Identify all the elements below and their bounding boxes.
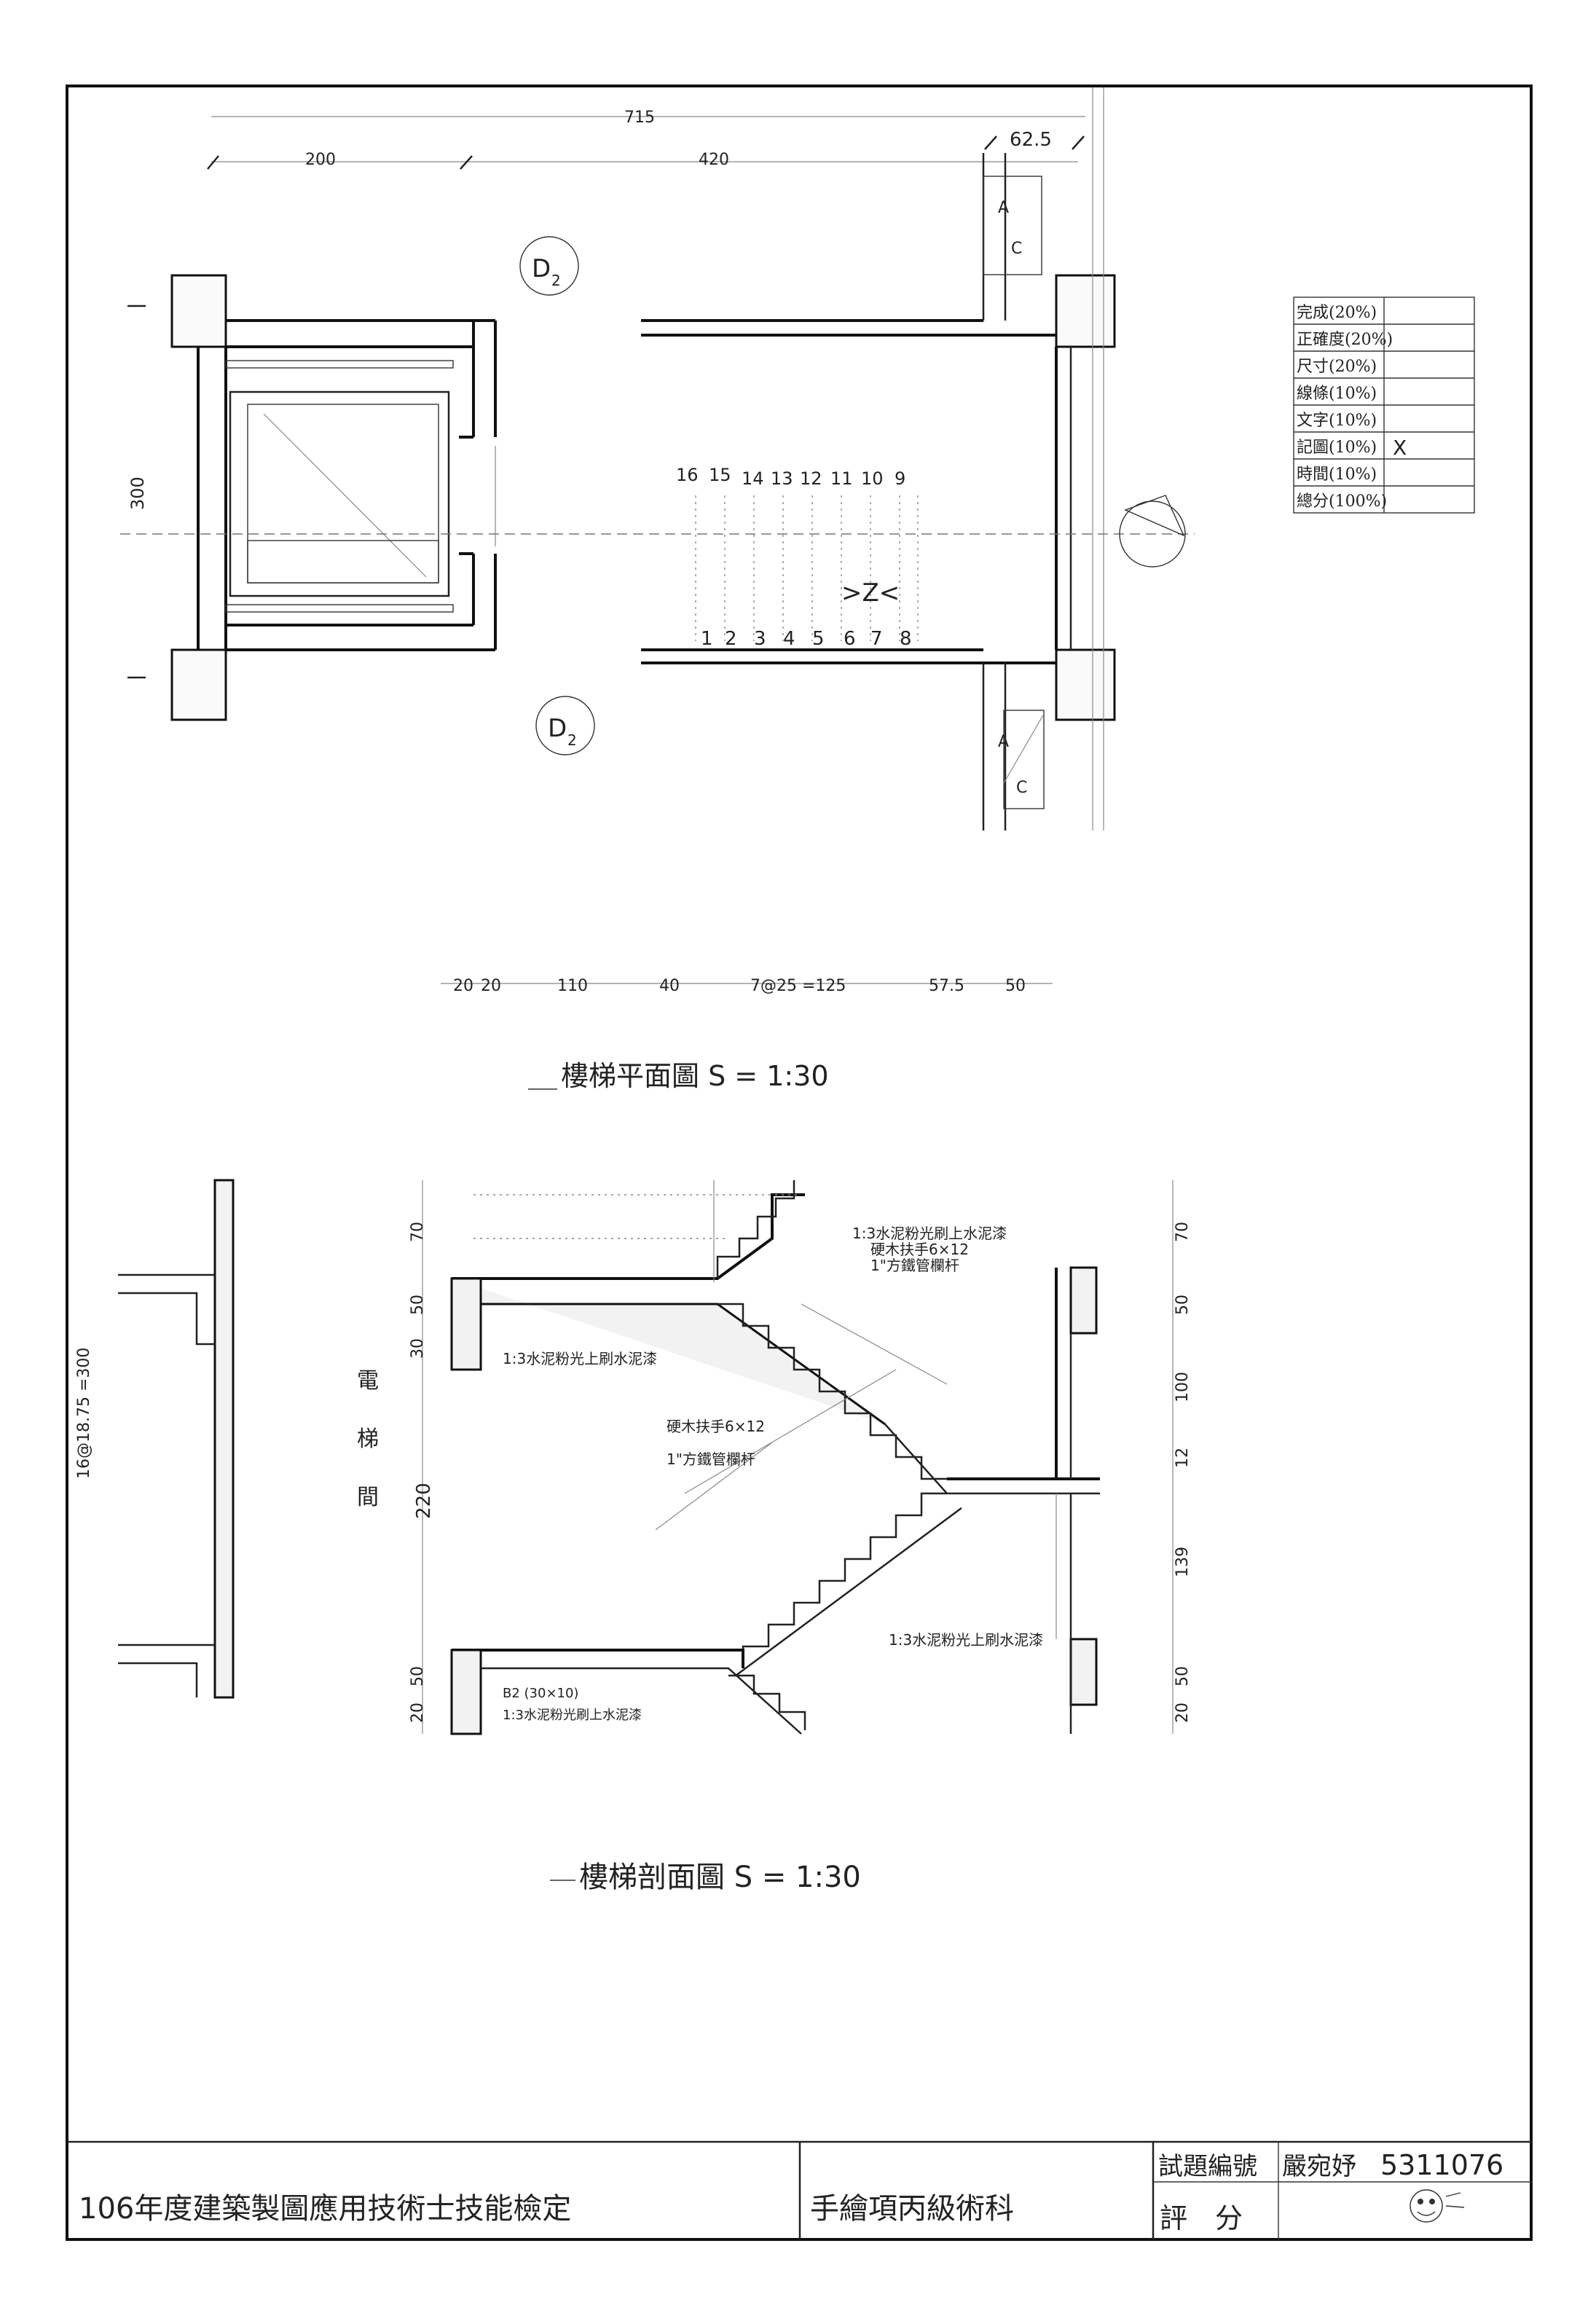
step-13: 13 bbox=[771, 468, 793, 489]
vertical-label-3: 間 bbox=[357, 1485, 379, 1510]
note-3: 1"方鐵管欄杆 bbox=[870, 1257, 959, 1274]
dim-left-plan: 300 bbox=[127, 476, 148, 510]
column-top-right bbox=[1055, 274, 1116, 348]
dim-b3: 110 bbox=[557, 977, 588, 995]
cabinet-top-a: A bbox=[998, 199, 1009, 217]
dim-sl5: 50 bbox=[409, 1666, 427, 1686]
step-1: 1 bbox=[701, 628, 713, 650]
step-5: 5 bbox=[812, 628, 825, 650]
score-table: 完成(20%) 正確度(20%) 尺寸(20%) 線條(10%) 文字(10%)… bbox=[1293, 297, 1475, 514]
step-16: 16 bbox=[676, 465, 699, 485]
examiner-stamp-icon bbox=[1410, 2189, 1465, 2223]
elevator-shaft bbox=[229, 390, 450, 597]
vertical-label-2: 梯 bbox=[357, 1426, 379, 1452]
up-arrow-mark: >Z< bbox=[841, 578, 900, 608]
exam-no-label: 試題編號 bbox=[1158, 2152, 1257, 2181]
dim-b6: 57.5 bbox=[929, 977, 964, 995]
door-tag-bottom-label: D bbox=[548, 714, 567, 743]
step-7: 7 bbox=[870, 628, 883, 650]
step-12: 12 bbox=[800, 468, 822, 489]
dim-sr3: 100 bbox=[1174, 1372, 1192, 1402]
door-tag-bottom bbox=[535, 696, 595, 755]
step-4: 4 bbox=[783, 628, 795, 650]
dim-sl1: 70 bbox=[409, 1222, 427, 1242]
score-row-label: 正確度(20%) bbox=[1297, 331, 1393, 349]
dim-middle: 420 bbox=[699, 151, 729, 169]
dim-b7: 50 bbox=[1005, 977, 1026, 995]
score-row-value: X bbox=[1393, 436, 1407, 460]
step-2: 2 bbox=[725, 628, 737, 650]
step-6: 6 bbox=[844, 628, 856, 650]
dim-sl6: 20 bbox=[409, 1703, 427, 1723]
dim-b4: 40 bbox=[659, 977, 680, 995]
dim-sl4: 220 bbox=[413, 1483, 435, 1519]
note-6: 1"方鐵管欄杆 bbox=[667, 1450, 755, 1468]
note-1: 1:3水泥粉光刷上水泥漆 bbox=[852, 1225, 1007, 1242]
dim-sl2: 50 bbox=[409, 1295, 427, 1315]
title-block: 106年度建築製圖應用技術士技能檢定 手繪項丙級術科 試題編號 嚴宛妤 5311… bbox=[67, 2140, 1531, 2239]
dim-b1: 20 bbox=[453, 977, 473, 995]
note-7: 1:3水泥粉光上刷水泥漆 bbox=[889, 1631, 1043, 1649]
stair-section: 16@18.75 =300 電 梯 間 70 50 30 220 50 20 bbox=[75, 1179, 1192, 1894]
door-tag-top-sub: 2 bbox=[551, 272, 561, 289]
cabinet-bottom-c: C bbox=[1016, 779, 1027, 797]
step-10: 10 bbox=[861, 468, 884, 489]
dim-sr1: 70 bbox=[1174, 1222, 1192, 1242]
step-15: 15 bbox=[709, 465, 731, 485]
step-14: 14 bbox=[742, 468, 764, 489]
note-4: 1:3水泥粉光上刷水泥漆 bbox=[503, 1350, 657, 1367]
stair-plan: 715 200 420 62.5 bbox=[120, 87, 1195, 1092]
door-tag-top-label: D bbox=[532, 254, 551, 283]
score-row-label: 記圖(10%) bbox=[1297, 439, 1377, 457]
score-row-label: 時間(10%) bbox=[1297, 466, 1377, 484]
plan-title: 樓梯平面圖 S = 1:30 bbox=[561, 1060, 829, 1092]
column-bottom-left bbox=[170, 648, 227, 721]
score-row-label: 線條(10%) bbox=[1297, 385, 1377, 403]
step-9: 9 bbox=[895, 468, 905, 489]
step-11: 11 bbox=[830, 468, 853, 489]
sheet-border bbox=[66, 85, 1533, 2241]
dim-right: 62.5 bbox=[1010, 129, 1052, 151]
dim-sr4: 12 bbox=[1174, 1448, 1192, 1468]
dim-left: 200 bbox=[305, 151, 336, 169]
stair-treads bbox=[695, 495, 919, 641]
section-title: 樓梯剖面圖 S = 1:30 bbox=[579, 1861, 861, 1894]
cabinet-bottom bbox=[1003, 710, 1045, 809]
north-symbol bbox=[1119, 500, 1186, 568]
exam-title: 106年度建築製圖應用技術士技能檢定 bbox=[79, 2192, 571, 2226]
score-row-label: 完成(20%) bbox=[1297, 304, 1377, 322]
dim-overall: 715 bbox=[624, 109, 655, 127]
column-bottom-right bbox=[1055, 648, 1116, 721]
note-9: 1:3水泥粉光刷上水泥漆 bbox=[503, 1708, 642, 1723]
note-2: 硬木扶手6×12 bbox=[870, 1241, 969, 1258]
cabinet-top-c: C bbox=[1011, 240, 1022, 258]
dim-sr5: 139 bbox=[1174, 1547, 1192, 1577]
note-8: B2 (30×10) bbox=[503, 1686, 578, 1701]
dim-sr6: 50 bbox=[1174, 1666, 1192, 1686]
dim-sr7: 20 bbox=[1174, 1703, 1192, 1723]
cabinet-bottom-a: A bbox=[998, 733, 1009, 751]
exam-no: 5311076 bbox=[1380, 2149, 1503, 2181]
column-top-left bbox=[170, 274, 227, 348]
dim-sl3: 30 bbox=[409, 1338, 427, 1359]
door-tag-bottom-sub: 2 bbox=[567, 731, 577, 749]
score-row-label: 尺寸(20%) bbox=[1297, 358, 1377, 376]
step-8: 8 bbox=[900, 628, 912, 650]
step-3: 3 bbox=[754, 628, 766, 650]
door-tag-top bbox=[519, 236, 579, 296]
cabinet-top bbox=[983, 176, 1042, 275]
dim-b2: 20 bbox=[481, 977, 501, 995]
dim-b5: 7@25 =125 bbox=[750, 977, 846, 995]
score-row-label: 文字(10%) bbox=[1297, 412, 1377, 430]
left-wall-section bbox=[213, 1179, 235, 1699]
dim-sr2: 50 bbox=[1174, 1295, 1192, 1315]
score-label: 評 分 bbox=[1160, 2202, 1243, 2234]
candidate-name: 嚴宛妤 bbox=[1282, 2152, 1356, 2181]
exam-category: 手繪項丙級術科 bbox=[810, 2192, 1014, 2226]
note-5: 硬木扶手6×12 bbox=[667, 1418, 765, 1435]
score-row-label: 總分(100%) bbox=[1297, 492, 1387, 511]
vertical-label-1: 電 bbox=[357, 1368, 379, 1394]
dim-left-outer: 16@18.75 =300 bbox=[75, 1348, 93, 1479]
